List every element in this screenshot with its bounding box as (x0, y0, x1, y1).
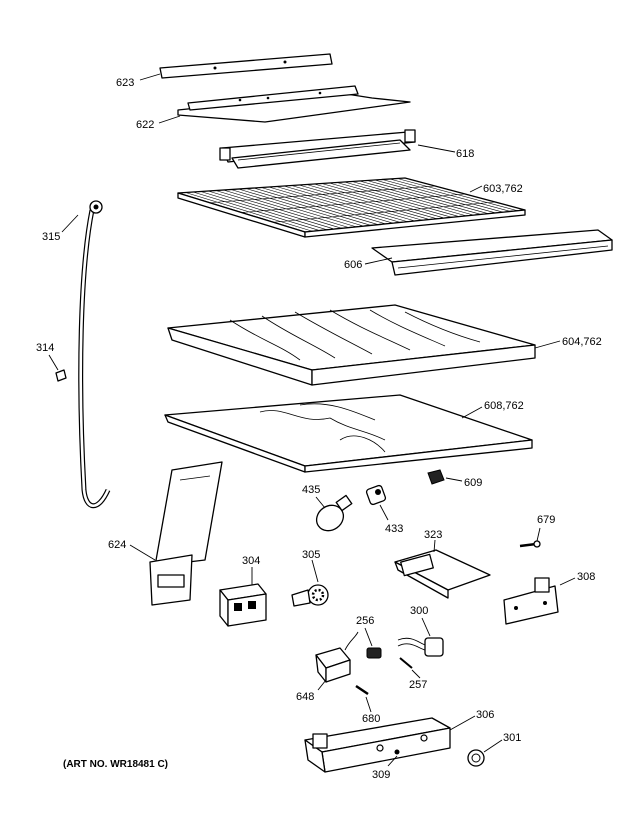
callout-608: 608,762 (484, 400, 524, 412)
callout-624: 624 (108, 539, 126, 551)
part-301-knob (467, 739, 503, 767)
part-679-screw (519, 527, 541, 548)
callout-314: 314 (36, 342, 54, 354)
callout-300: 300 (410, 605, 428, 617)
callout-623: 623 (116, 77, 134, 89)
callout-301: 301 (503, 732, 521, 744)
callout-622: 622 (136, 119, 154, 131)
callout-435: 435 (302, 484, 320, 496)
part-256-connector (364, 627, 382, 659)
part-606-trim (364, 229, 613, 276)
part-609-clip (427, 469, 463, 485)
part-435-bulb (315, 494, 353, 532)
callout-304: 304 (242, 555, 260, 567)
callout-315: 315 (42, 231, 60, 243)
part-314-clip (48, 354, 67, 382)
part-608-lower-pan (164, 394, 533, 473)
callout-680: 680 (362, 713, 380, 725)
part-305-motor (291, 559, 329, 607)
art-number: (ART NO. WR18481 C) (63, 759, 169, 770)
part-257-wire (399, 657, 421, 679)
part-309-grommet (387, 749, 400, 767)
callout-305: 305 (302, 549, 320, 561)
callout-609: 609 (464, 477, 482, 489)
callout-606: 606 (344, 259, 362, 271)
callout-618: 618 (456, 148, 474, 160)
callout-603: 603,762 (483, 183, 523, 195)
part-623-strip (139, 53, 333, 81)
part-624-panel (129, 461, 223, 606)
part-306-housing (304, 715, 476, 773)
callout-604: 604,762 (562, 336, 602, 348)
part-323-bracket (394, 539, 491, 599)
callout-257: 257 (409, 679, 427, 691)
part-315-tube (61, 200, 111, 509)
callout-323: 323 (424, 529, 442, 541)
part-680-pin (355, 684, 372, 713)
callout-308: 308 (577, 571, 595, 583)
callout-256: 256 (356, 615, 374, 627)
part-308-plate (503, 577, 576, 625)
part-648-thermostat (315, 631, 359, 691)
callout-433: 433 (385, 523, 403, 535)
callout-679: 679 (537, 514, 555, 526)
part-622-cover (158, 85, 411, 124)
part-604-pan (167, 304, 561, 386)
callout-648: 648 (296, 691, 314, 703)
callout-309: 309 (372, 769, 390, 781)
part-304-box (219, 567, 267, 627)
callout-306: 306 (476, 709, 494, 721)
part-603-wire-shelf (177, 177, 526, 238)
part-618-rail (219, 129, 456, 169)
part-433-socket (365, 484, 389, 521)
part-300-relay (397, 617, 444, 657)
